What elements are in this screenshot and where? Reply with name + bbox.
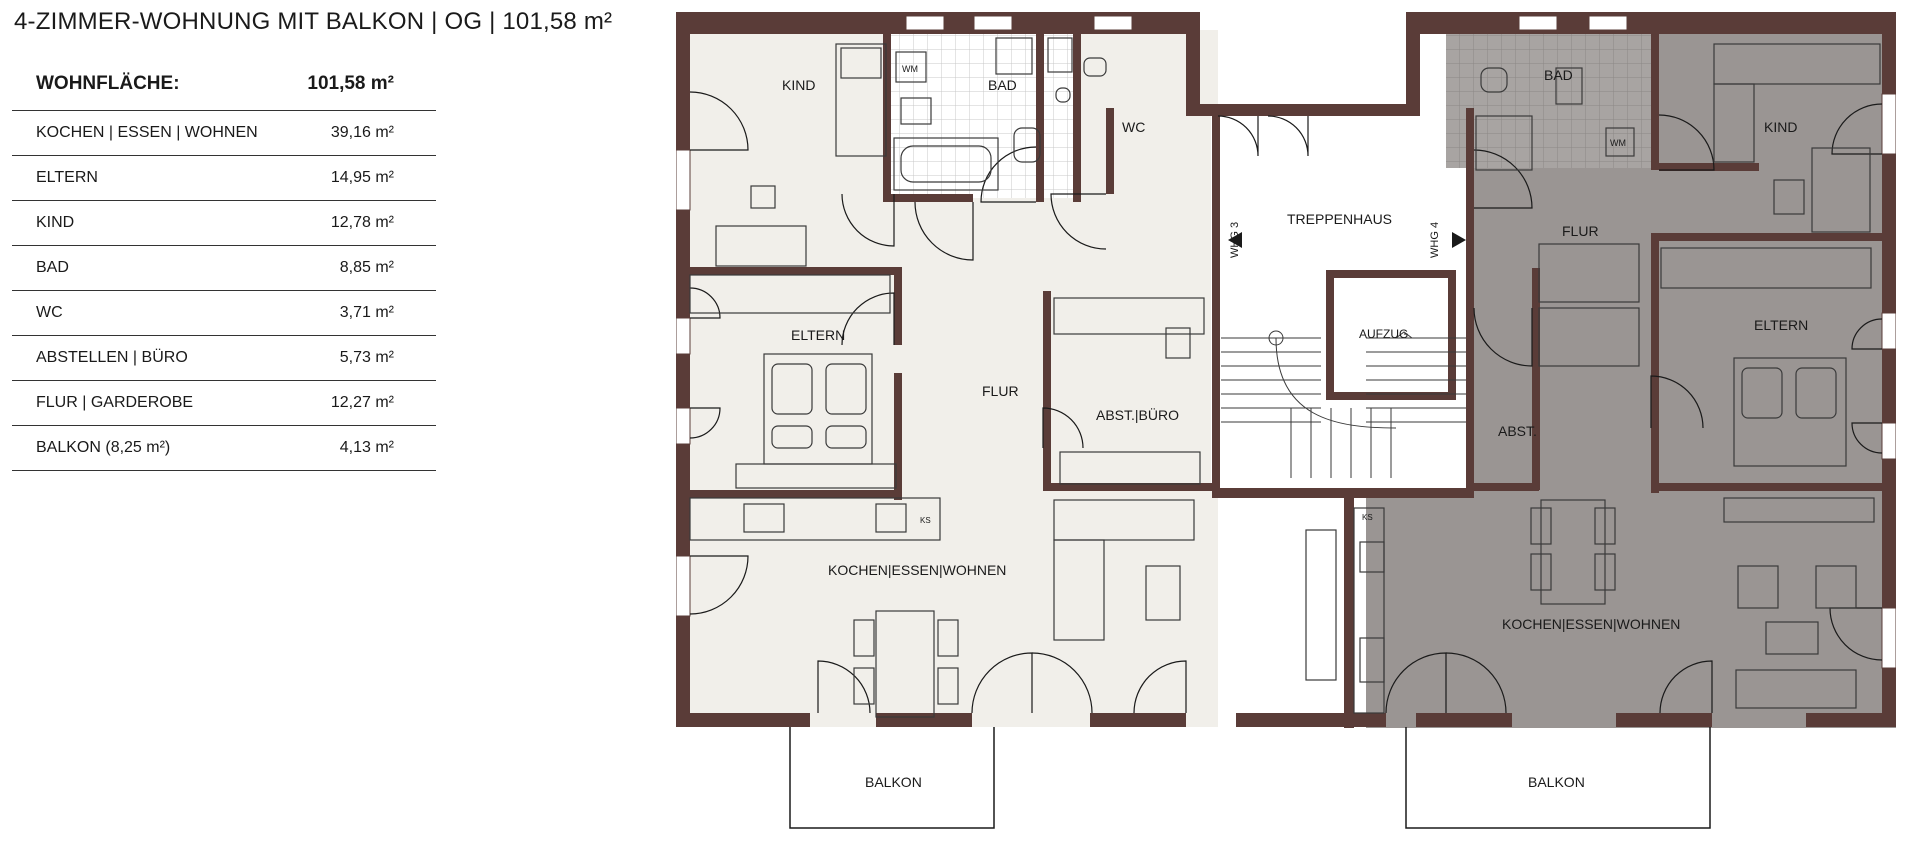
room-area: 14,95 m² <box>330 169 394 186</box>
room-area: 39,16 m² <box>330 124 394 141</box>
label-aufzug: AUFZUG <box>1359 327 1408 341</box>
room-name: ABSTELLEN | BÜRO <box>36 349 188 366</box>
label-eltern-right: ELTERN <box>1754 317 1808 333</box>
living-area-label: WOHNFLÄCHE: <box>36 73 180 94</box>
label-whg3: WHG 3 <box>1229 222 1241 258</box>
room-row: KOCHEN | ESSEN | WOHNEN 39,16 m² <box>12 111 436 156</box>
room-row: BALKON (8,25 m²) 4,13 m² <box>12 426 436 471</box>
room-area: 8,85 m² <box>339 259 394 276</box>
room-row: WC 3,71 m² <box>12 291 436 336</box>
room-name: FLUR | GARDEROBE <box>36 394 194 411</box>
room-area: 3,71 m² <box>339 304 394 321</box>
floor-right <box>1366 488 1896 728</box>
room-area: 5,73 m² <box>339 349 394 366</box>
label-abst-buero: ABST.|BÜRO <box>1096 406 1179 423</box>
label-flur-right: FLUR <box>1562 223 1599 239</box>
label-eltern-left: ELTERN <box>791 327 845 343</box>
room-name: BALKON (8,25 m²) <box>36 439 171 456</box>
room-area: 4,13 m² <box>339 439 394 456</box>
label-whg4: WHG 4 <box>1429 222 1441 258</box>
room-area: 12,78 m² <box>330 214 394 231</box>
floor-stair <box>1211 108 1473 488</box>
label-kind-left: KIND <box>782 77 815 93</box>
area-table: WOHNFLÄCHE: 101,58 m² KOCHEN | ESSEN | W… <box>12 58 436 471</box>
room-row: FLUR | GARDEROBE 12,27 m² <box>12 381 436 426</box>
room-name: KOCHEN | ESSEN | WOHNEN <box>36 124 258 141</box>
floor-plan: KIND BAD WC ELTERN FLUR ABST.|BÜRO KOCHE… <box>676 12 1896 829</box>
room-row: ABSTELLEN | BÜRO 5,73 m² <box>12 336 436 381</box>
label-ks-left: KS <box>920 516 931 525</box>
label-kind-right: KIND <box>1764 119 1797 135</box>
page-title: 4-ZIMMER-WOHNUNG MIT BALKON | OG | 101,5… <box>14 8 613 35</box>
room-area: 12,27 m² <box>330 394 394 411</box>
label-bad-left: BAD <box>988 77 1017 93</box>
bad-right-tiles <box>1446 30 1658 168</box>
label-ks-right: KS <box>1362 513 1373 522</box>
label-bad-right: BAD <box>1544 67 1573 83</box>
room-name: KIND <box>36 214 75 231</box>
living-area-summary: WOHNFLÄCHE: 101,58 m² <box>12 58 436 111</box>
label-kochen-right: KOCHEN|ESSEN|WOHNEN <box>1502 616 1680 632</box>
room-row: ELTERN 14,95 m² <box>12 156 436 201</box>
label-wc: WC <box>1122 119 1145 135</box>
living-area-value: 101,58 m² <box>307 73 394 94</box>
room-name: BAD <box>36 259 69 276</box>
room-row: KIND 12,78 m² <box>12 201 436 246</box>
wc-tiles <box>921 30 1036 198</box>
label-wm-right: WM <box>1610 138 1626 148</box>
label-abst: ABST. <box>1498 423 1537 439</box>
label-treppenhaus: TREPPENHAUS <box>1287 211 1392 227</box>
room-name: ELTERN <box>36 169 98 186</box>
room-name: WC <box>36 304 63 321</box>
label-flur-left: FLUR <box>982 383 1019 399</box>
label-balkon-left: BALKON <box>865 774 922 790</box>
label-kochen-left: KOCHEN|ESSEN|WOHNEN <box>828 562 1006 578</box>
room-row: BAD 8,85 m² <box>12 246 436 291</box>
label-wm-left: WM <box>902 64 918 74</box>
label-balkon-right: BALKON <box>1528 774 1585 790</box>
